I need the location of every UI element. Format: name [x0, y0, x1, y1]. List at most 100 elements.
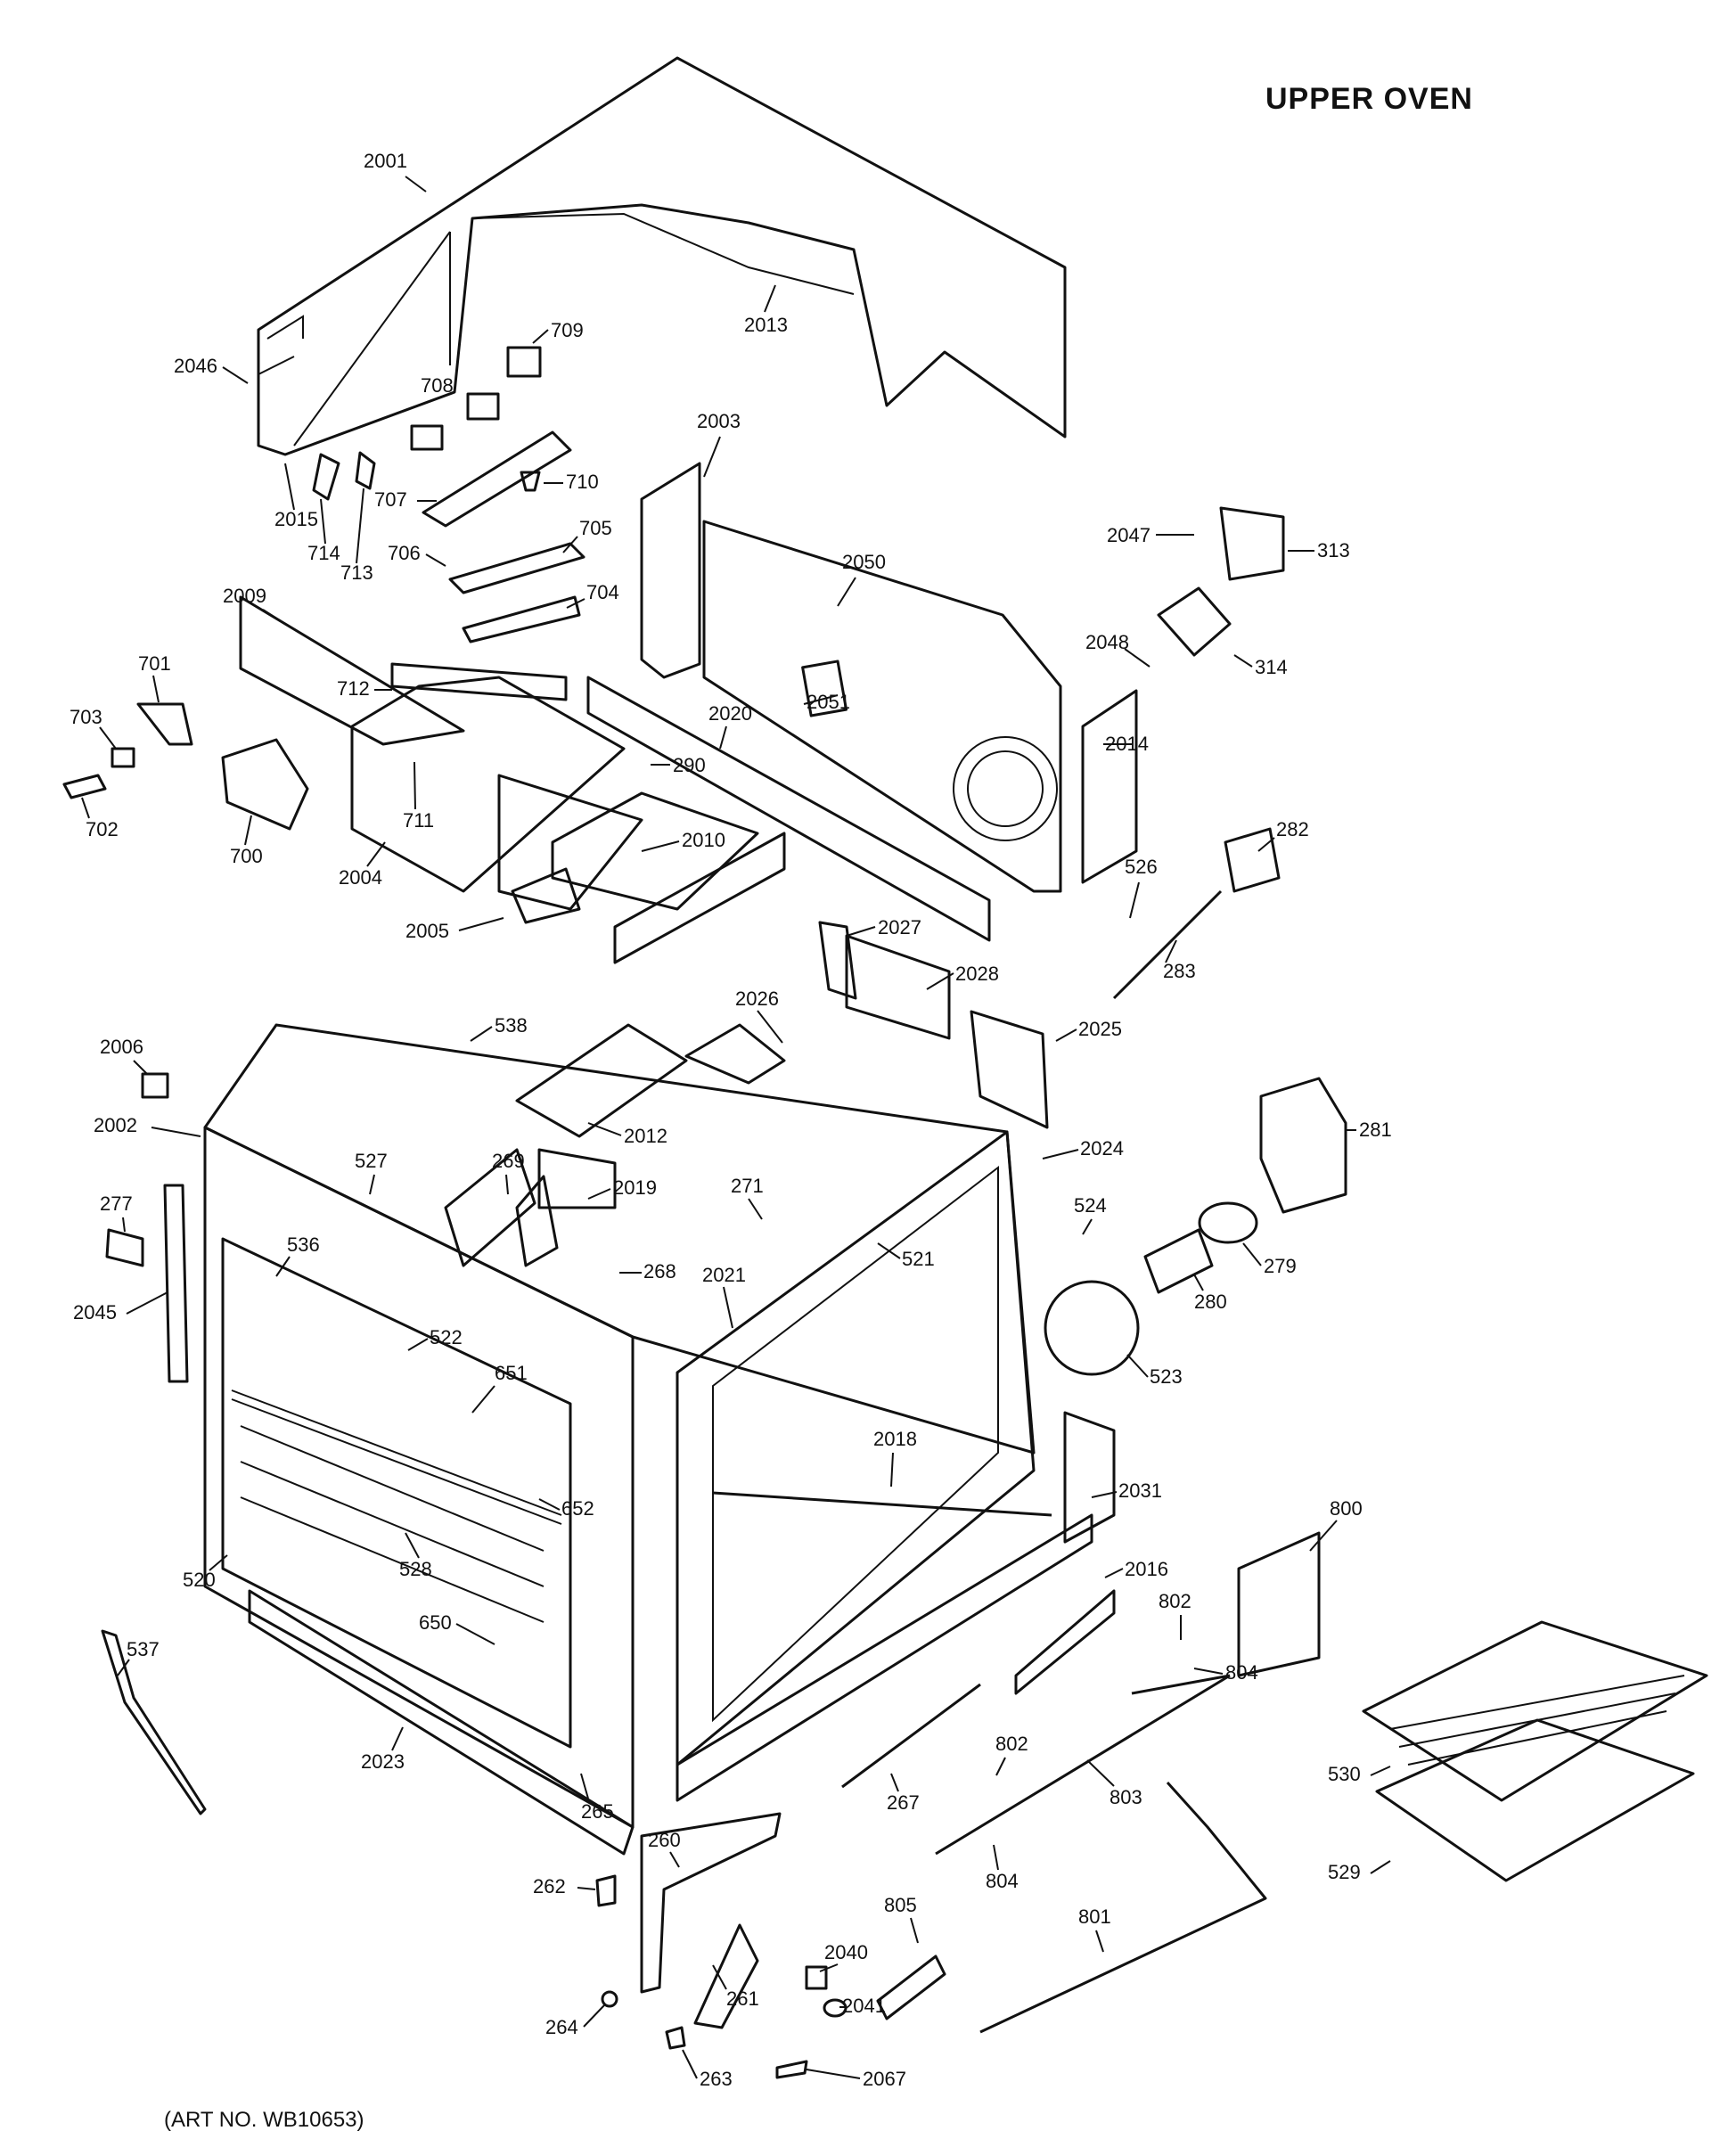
callout-label: 2045 [73, 1301, 117, 1324]
callout-label: 800 [1330, 1497, 1363, 1520]
callout-label: 271 [731, 1175, 764, 1197]
callout-label: 263 [700, 2068, 733, 2090]
callout-label: 803 [1110, 1786, 1142, 1808]
callout-label: 804 [986, 1870, 1019, 1892]
hinge-and-misc-parts [101, 1072, 848, 2079]
callout-label: 279 [1264, 1255, 1297, 1277]
callout-label: 265 [581, 1800, 614, 1823]
callout-label: 521 [902, 1248, 935, 1270]
callout-label: 528 [399, 1558, 432, 1580]
callout-label: 2027 [878, 916, 921, 938]
frame-brackets [511, 676, 1049, 1138]
callout-label: 281 [1359, 1119, 1392, 1141]
callout-label: 2016 [1125, 1558, 1168, 1580]
callout-label: 277 [100, 1192, 133, 1215]
callout-label: 804 [1225, 1661, 1258, 1684]
callout-label: 2010 [682, 829, 725, 851]
callout-label: 801 [1078, 1905, 1111, 1928]
callout-label: 260 [648, 1829, 681, 1851]
callout-label: 2031 [1118, 1479, 1162, 1502]
callout-label: 537 [127, 1638, 160, 1660]
callout-label: 280 [1194, 1291, 1227, 1313]
callout-label: 700 [230, 845, 263, 867]
callout-label: 2009 [223, 585, 266, 607]
callout-label: 268 [643, 1260, 676, 1283]
callout-label: 2005 [405, 920, 449, 942]
callout-label: 2019 [613, 1176, 657, 1199]
callout-label: 524 [1074, 1194, 1107, 1217]
callout-label: 2004 [339, 866, 382, 889]
callout-label: 261 [726, 1987, 759, 2010]
callout-label: 2040 [824, 1941, 868, 1963]
callout-label: 651 [495, 1362, 528, 1384]
callout-label: 523 [1150, 1365, 1183, 1388]
callout-label: 529 [1328, 1861, 1361, 1883]
lower-hardware-parts [841, 1531, 1708, 2034]
rear-panel-parts [640, 462, 1138, 893]
right-side-parts [1044, 506, 1347, 1376]
callout-label: 262 [533, 1875, 566, 1897]
callout-label: 802 [1159, 1590, 1191, 1612]
callout-label: 712 [337, 677, 370, 700]
callout-label: 526 [1125, 856, 1158, 878]
callout-label: 2028 [955, 963, 999, 985]
callout-label: 702 [86, 818, 119, 840]
callout-label: 2002 [94, 1114, 137, 1136]
callout-labels: 2001 2013 2046 709 708 2015 714 713 707 … [70, 150, 1392, 2090]
callout-label: 2001 [364, 150, 407, 172]
callout-label: 522 [430, 1326, 463, 1348]
callout-label: 2050 [842, 551, 886, 573]
callout-label: 2015 [274, 508, 318, 530]
callout-label: 708 [421, 374, 454, 397]
callout-label: 2025 [1078, 1018, 1122, 1040]
callout-label: 701 [138, 652, 171, 675]
callout-label: 269 [492, 1150, 525, 1172]
callout-label: 2003 [697, 410, 741, 432]
callout-label: 2026 [735, 988, 779, 1010]
callout-label: 2067 [863, 2068, 906, 2090]
callout-label: 652 [561, 1497, 594, 1520]
callout-label: 707 [374, 488, 407, 511]
oven-body [163, 1023, 1116, 1856]
callout-label: 2018 [873, 1428, 917, 1450]
callout-label: 710 [566, 471, 599, 493]
callout-label: 711 [403, 809, 434, 832]
callout-label: 283 [1163, 960, 1196, 982]
callout-label: 264 [545, 2016, 578, 2038]
callout-label: 2020 [708, 702, 752, 725]
callout-label: 267 [887, 1791, 920, 1814]
callout-label: 290 [673, 754, 706, 776]
callout-label: 530 [1328, 1763, 1361, 1785]
diagram-title: UPPER OVEN [1265, 82, 1473, 116]
callout-label: 2012 [624, 1125, 667, 1147]
callout-label: 805 [884, 1894, 917, 1916]
control-components [62, 346, 643, 911]
callout-label: 2021 [702, 1264, 746, 1286]
callout-label: 314 [1255, 656, 1288, 678]
callout-label: 2023 [361, 1750, 405, 1773]
callout-label: 538 [495, 1014, 528, 1037]
callout-label: 650 [419, 1611, 452, 1634]
top-cover-part [257, 56, 1067, 456]
callout-label: 313 [1317, 539, 1350, 561]
callout-label: 704 [586, 581, 619, 603]
art-number: (ART NO. WB10653) [164, 2108, 364, 2132]
callout-label: 713 [340, 561, 373, 584]
callout-label: 520 [183, 1569, 216, 1591]
callout-label: 2013 [744, 314, 788, 336]
callout-label: 706 [388, 542, 421, 564]
callout-label: 2048 [1085, 631, 1129, 653]
callout-label: 705 [579, 517, 612, 539]
callout-label: 2047 [1107, 524, 1151, 546]
callout-label: 2046 [174, 355, 217, 377]
callout-label: 802 [995, 1733, 1028, 1755]
callout-label: 714 [307, 542, 340, 564]
callout-label: 2041 [842, 1995, 886, 2017]
callout-label: 703 [70, 706, 102, 728]
callout-label: 527 [355, 1150, 388, 1172]
callout-label: 709 [551, 319, 584, 341]
callout-label: 2006 [100, 1036, 143, 1058]
callout-label: 536 [287, 1233, 320, 1256]
callout-label: 2024 [1080, 1137, 1124, 1160]
